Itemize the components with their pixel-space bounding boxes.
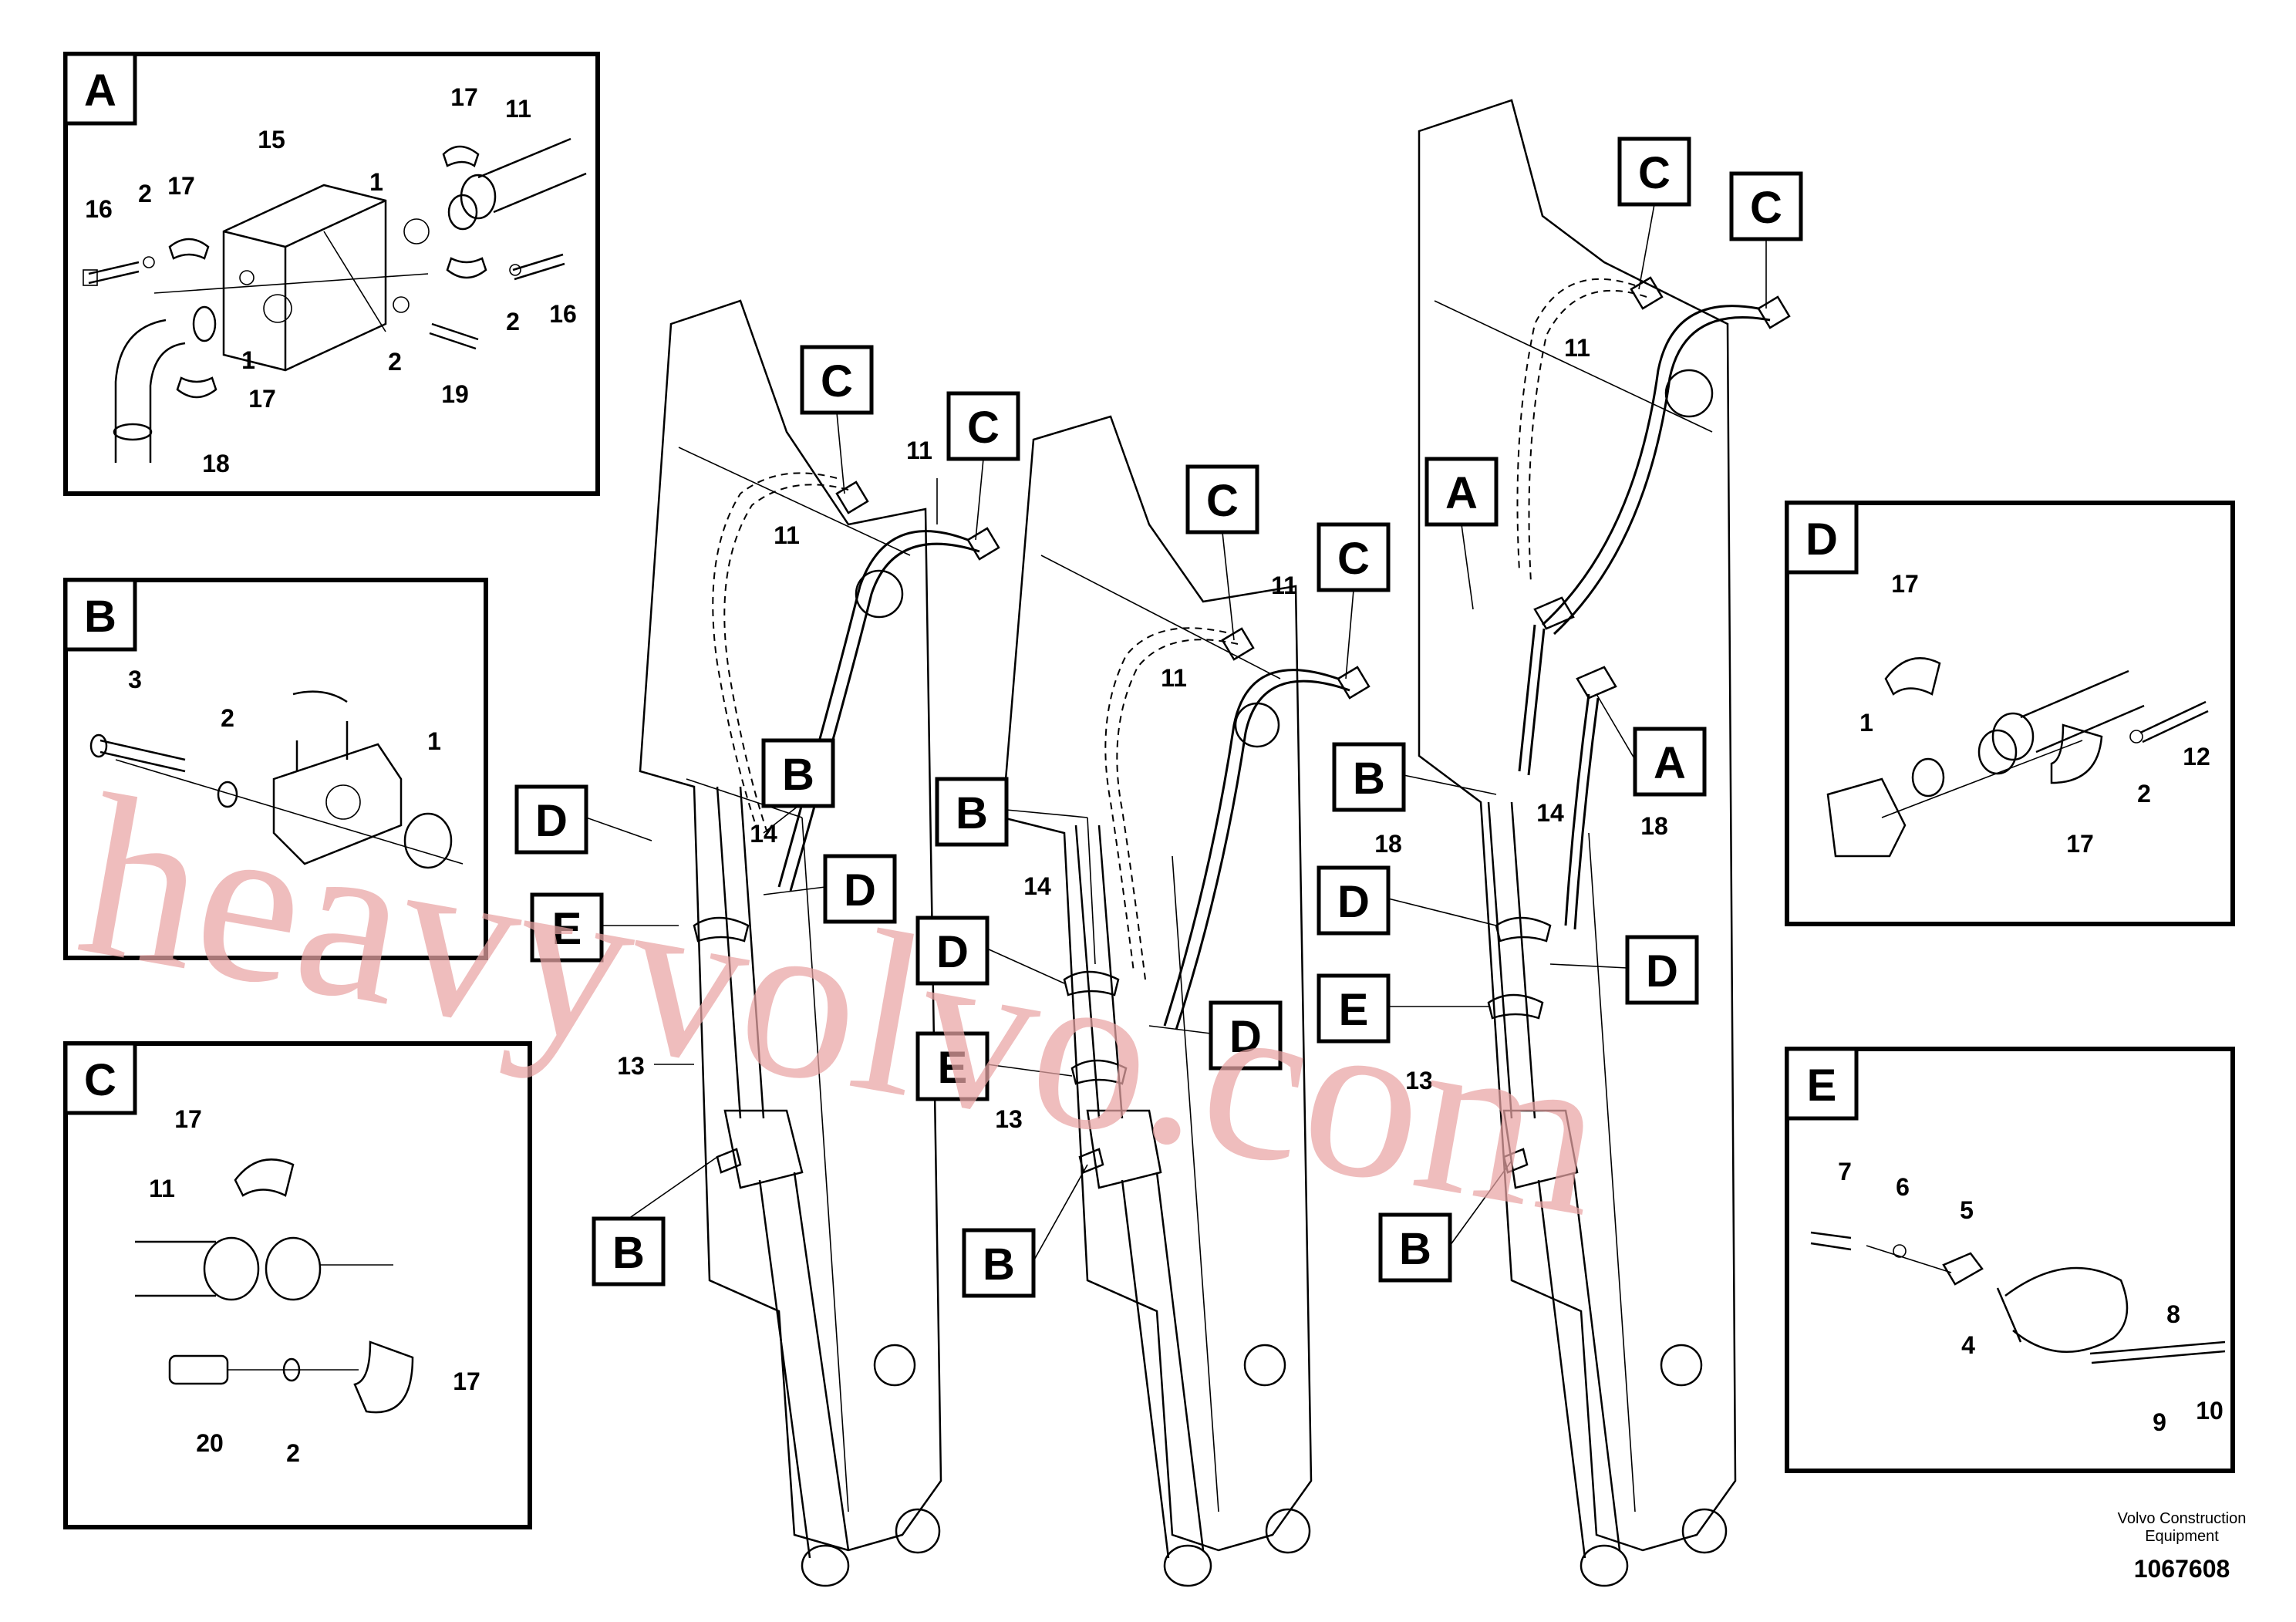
callout-c: C bbox=[1750, 183, 1782, 233]
callout-d: D bbox=[936, 927, 969, 977]
inset-a-label-2c: 2 bbox=[506, 308, 520, 336]
callout-e: E bbox=[938, 1043, 968, 1093]
inset-d-letter: D bbox=[1805, 514, 1838, 565]
inset-c-label-20: 20 bbox=[196, 1429, 224, 1457]
inset-e: E 7 6 5 8 4 9 10 bbox=[1785, 1047, 2235, 1473]
callout-b: B bbox=[1399, 1224, 1431, 1274]
inset-b-label-1: 1 bbox=[427, 727, 441, 755]
boom2-label-13: 13 bbox=[995, 1105, 1023, 1133]
inset-e-label-10: 10 bbox=[2196, 1397, 2224, 1425]
boom3-label-14: 14 bbox=[1536, 799, 1564, 827]
inset-a-label-1: 1 bbox=[369, 168, 383, 196]
boom2-label-11: 11 bbox=[1271, 572, 1297, 599]
inset-a-label-19: 19 bbox=[441, 380, 469, 408]
callout-a: A bbox=[1654, 738, 1686, 788]
boom-part-labels: 11 11 14 13 11 11 14 13 11 18 14 18 13 bbox=[617, 334, 1668, 1133]
boom1-label-11: 11 bbox=[906, 437, 932, 464]
inset-a-letter: A bbox=[84, 66, 116, 116]
boom1-label-14: 14 bbox=[750, 820, 777, 848]
inset-d-label-2: 2 bbox=[2137, 780, 2151, 808]
callout-c: C bbox=[1638, 148, 1671, 198]
inset-b-label-2: 2 bbox=[221, 704, 234, 732]
callout-b: B bbox=[612, 1228, 645, 1278]
inset-d-label-17b: 17 bbox=[2066, 830, 2094, 858]
boom3-label-11: 11 bbox=[1564, 334, 1590, 362]
inset-c: C 17 11 17 20 2 bbox=[63, 1041, 532, 1529]
inset-e-label-6: 6 bbox=[1896, 1173, 1910, 1201]
callout-d: D bbox=[1229, 1012, 1262, 1062]
inset-a-label-15: 15 bbox=[258, 126, 285, 153]
boom3-label-13: 13 bbox=[1405, 1067, 1433, 1094]
inset-a: A 15 17 11 16 2 17 1 1 bbox=[63, 52, 600, 496]
watermark: heavyvolvo.com bbox=[65, 746, 1622, 1265]
boom1-label-11b: 11 bbox=[774, 521, 800, 549]
callout-b: B bbox=[983, 1239, 1015, 1290]
callout-a: A bbox=[1445, 468, 1478, 518]
inset-a-part-labels: 15 17 11 16 2 17 1 1 2 16 2 19 17 18 bbox=[85, 83, 577, 477]
callout-c: C bbox=[1206, 476, 1239, 526]
boom3-label-18b: 18 bbox=[1640, 812, 1668, 840]
inset-a-label-16b: 16 bbox=[549, 300, 577, 328]
inset-e-label-5: 5 bbox=[1960, 1196, 1974, 1224]
boom-2 bbox=[1001, 415, 1371, 1587]
callout-e: E bbox=[552, 904, 582, 954]
callout-d: D bbox=[844, 865, 876, 916]
inset-c-label-17: 17 bbox=[174, 1105, 202, 1133]
inset-e-label-7: 7 bbox=[1838, 1158, 1852, 1185]
callout-b: B bbox=[782, 750, 814, 800]
inset-e-label-4: 4 bbox=[1961, 1331, 1975, 1359]
footer-company: Volvo Construction bbox=[2118, 1510, 2247, 1527]
callout-d: D bbox=[535, 796, 568, 846]
callout-e: E bbox=[1339, 985, 1369, 1035]
boom2-label-14: 14 bbox=[1023, 872, 1051, 900]
boom-1 bbox=[639, 299, 1000, 1587]
inset-c-label-2: 2 bbox=[286, 1439, 300, 1467]
inset-d: D 17 1 12 2 17 bbox=[1785, 501, 2235, 926]
callouts: C C B D D E B C C B D E D B C C A A B D … bbox=[514, 137, 1803, 1298]
boom-3 bbox=[1418, 99, 1791, 1587]
inset-e-letter: E bbox=[1807, 1061, 1837, 1111]
callout-c: C bbox=[1337, 534, 1370, 584]
inset-d-label-17: 17 bbox=[1891, 570, 1919, 598]
callout-d: D bbox=[1646, 946, 1678, 996]
inset-c-letter: C bbox=[84, 1055, 116, 1105]
inset-c-label-11: 11 bbox=[149, 1175, 175, 1202]
inset-d-label-12: 12 bbox=[2183, 743, 2210, 771]
callout-b: B bbox=[956, 788, 988, 838]
footer-company-line2: Equipment bbox=[2145, 1528, 2219, 1545]
inset-a-label-1b: 1 bbox=[241, 346, 255, 374]
inset-a-label-17b: 17 bbox=[167, 172, 195, 200]
inset-b: B 3 2 1 bbox=[63, 578, 488, 960]
callout-b: B bbox=[1353, 754, 1385, 804]
inset-d-label-1: 1 bbox=[1859, 709, 1873, 737]
boom1-label-13: 13 bbox=[617, 1052, 645, 1080]
inset-a-label-17: 17 bbox=[450, 83, 478, 111]
inset-a-label-2b: 2 bbox=[388, 348, 402, 376]
inset-b-label-3: 3 bbox=[128, 666, 142, 693]
boom2-label-11b: 11 bbox=[1161, 664, 1187, 692]
inset-a-label-18: 18 bbox=[202, 450, 230, 477]
inset-a-label-16: 16 bbox=[85, 195, 113, 223]
callout-d: D bbox=[1337, 877, 1370, 927]
callout-c: C bbox=[821, 356, 853, 406]
inset-a-label-17c: 17 bbox=[248, 385, 276, 413]
inset-e-label-8: 8 bbox=[2166, 1300, 2180, 1328]
callout-c: C bbox=[967, 403, 1000, 453]
boom3-label-18: 18 bbox=[1374, 830, 1402, 858]
inset-a-label-11: 11 bbox=[505, 95, 531, 123]
inset-e-label-9: 9 bbox=[2153, 1408, 2166, 1436]
inset-c-label-17b: 17 bbox=[453, 1367, 480, 1395]
inset-b-letter: B bbox=[84, 592, 116, 642]
figure-code: 1067608 bbox=[2134, 1555, 2230, 1583]
inset-a-label-2: 2 bbox=[138, 180, 152, 207]
